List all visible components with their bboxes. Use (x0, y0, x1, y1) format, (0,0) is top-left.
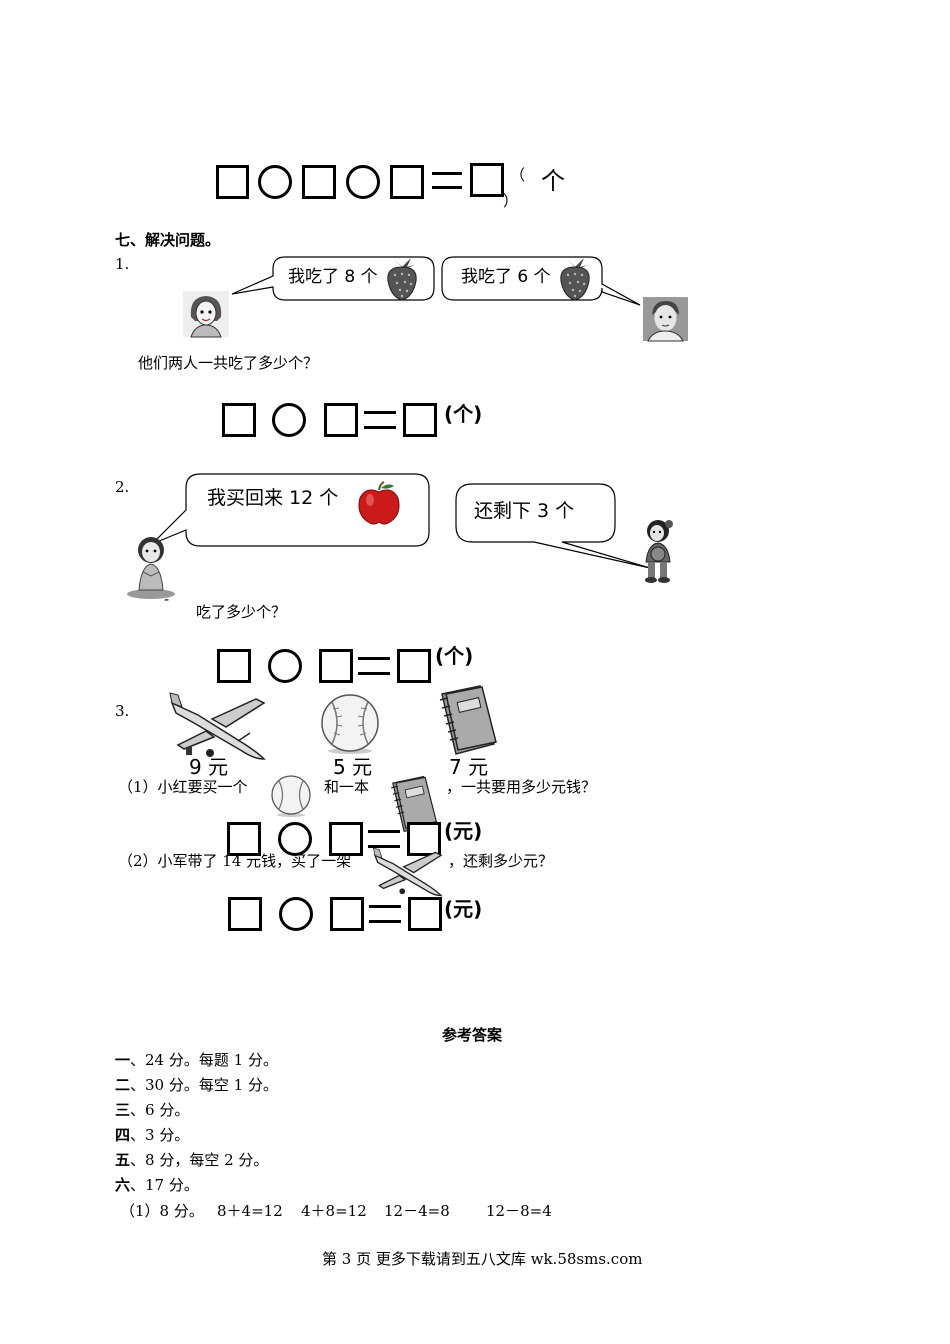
unit-label: (元) (444, 897, 483, 921)
apple-icon (358, 481, 400, 525)
question-text: 他们两人一共吃了多少个？ (138, 354, 319, 372)
page-footer: 第 3 页 更多下载请到五八文库 wk.58sms.com (322, 1250, 643, 1268)
unit-label: (个) (435, 644, 474, 668)
answer-equation: 4＋8=12 (301, 1202, 367, 1220)
girl-figure (125, 532, 177, 600)
answer-box[interactable] (408, 897, 442, 931)
baseball-icon (321, 694, 379, 754)
answer-box[interactable] (390, 165, 424, 199)
price-label: 5 元 (333, 755, 373, 779)
unit-open-paren: （ (510, 166, 526, 184)
answer-subline-lead: （1）8 分。 (120, 1202, 204, 1220)
answer-box[interactable] (222, 403, 256, 437)
answer-box[interactable] (470, 163, 504, 197)
answers-title: 参考答案 (442, 1026, 503, 1044)
answer-box[interactable] (319, 649, 353, 683)
bubble-remaining-text: 还剩下 3 个 (474, 500, 575, 522)
notebook-icon (439, 685, 497, 755)
unit-char: 个 (541, 167, 565, 195)
dash-mark: - (164, 590, 170, 608)
answer-line: 六、17 分。 (115, 1176, 199, 1194)
answer-box[interactable] (216, 165, 249, 199)
equals-sign (364, 411, 396, 429)
equals-sign (368, 830, 400, 848)
equals-sign (369, 905, 401, 923)
unit-label: (元) (444, 819, 483, 843)
answer-box[interactable] (329, 822, 363, 856)
subquestion-1-part-c: ，一共要用多少元钱？ (446, 778, 597, 796)
airplane-icon (372, 847, 443, 897)
kid-figure (638, 518, 676, 584)
strawberry-icon (387, 258, 417, 301)
question-number: 1. (115, 255, 130, 273)
subquestion-1-part-b: 和一本 (324, 778, 370, 796)
question-text: 吃了多少个？ (196, 603, 287, 621)
section-title: 七、解决问题。 (115, 231, 221, 249)
equals-sign (358, 657, 390, 675)
subquestion-1-part-a: （1）小红要买一个 (118, 778, 248, 796)
unit-label: (个) (444, 402, 483, 426)
notebook-icon (391, 775, 438, 833)
answer-box[interactable] (397, 649, 431, 683)
speech-bubble-remaining: 还剩下 3 个 (454, 482, 654, 570)
answer-box[interactable] (228, 897, 262, 931)
question-number: 2. (115, 478, 130, 496)
answer-equation: 12－4=8 (384, 1202, 450, 1220)
equals-sign (432, 172, 462, 189)
operator-circle[interactable] (346, 165, 380, 199)
answer-box[interactable] (403, 403, 437, 437)
answer-line: 五、8 分，每空 2 分。 (115, 1151, 269, 1169)
answer-box[interactable] (227, 822, 261, 856)
answer-box[interactable] (302, 165, 336, 199)
bubble-buyer-text: 我买回来 12 个 (207, 487, 339, 509)
bubble-girl-text: 我吃了 8 个 (288, 267, 378, 287)
answer-line: 四、3 分。 (115, 1126, 190, 1144)
operator-circle[interactable] (268, 649, 302, 683)
question-number: 3. (115, 702, 130, 720)
operator-circle[interactable] (278, 822, 312, 856)
price-label: 9 元 (189, 755, 229, 779)
girl-avatar (183, 291, 229, 338)
speech-bubble-girl: 我吃了 8 个 (230, 254, 435, 302)
boy-avatar (643, 297, 688, 342)
bubble-boy-text: 我吃了 6 个 (461, 267, 551, 287)
answer-line: 一、24 分。每题 1 分。 (115, 1051, 278, 1069)
operator-circle[interactable] (272, 403, 306, 437)
answer-line: 二、30 分。每空 1 分。 (115, 1076, 278, 1094)
answer-box[interactable] (407, 822, 441, 856)
operator-circle[interactable] (258, 165, 292, 199)
answer-line: 三、6 分。 (115, 1101, 190, 1119)
subquestion-2-part-b: ，还剩多少元？ (448, 852, 554, 870)
baseball-icon (271, 775, 311, 817)
subquestion-2-part-a: （2）小军带了 14 元钱，买了一架 (118, 852, 352, 870)
airplane-icon (169, 692, 266, 760)
answer-box[interactable] (324, 403, 358, 437)
answer-box[interactable] (330, 897, 364, 931)
operator-circle[interactable] (279, 897, 313, 931)
answer-box[interactable] (217, 649, 251, 683)
unit-close-paren: ） (503, 192, 519, 210)
answer-equation: 12－8=4 (486, 1202, 552, 1220)
answer-equation: 8＋4=12 (217, 1202, 283, 1220)
strawberry-icon (560, 258, 590, 301)
speech-bubble-buyer: 我买回来 12 个 (150, 472, 432, 550)
price-label: 7 元 (449, 755, 489, 779)
speech-bubble-boy: 我吃了 6 个 (441, 254, 642, 309)
